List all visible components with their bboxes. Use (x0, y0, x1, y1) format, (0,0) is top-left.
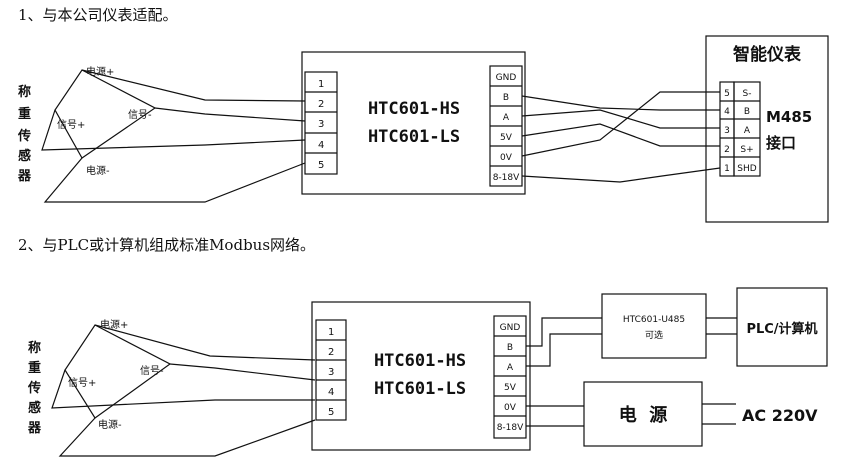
s2-sensor-char: 重 (28, 360, 41, 376)
s1-sensor-bridge (41, 69, 306, 203)
s1-terminal-name: A (744, 126, 751, 136)
s2-right-pin: 0V (504, 403, 517, 413)
s2-module-title-2: HTC601-LS (374, 379, 466, 399)
s1-right-pin: GND (496, 73, 517, 83)
s2-left-pin: 4 (328, 387, 334, 398)
s1-left-pin: 2 (318, 99, 324, 110)
s2-power-pos-label: 电源+ (100, 318, 128, 331)
s2-plc-box (736, 287, 828, 367)
s2-left-pin: 3 (328, 367, 334, 378)
s1-module-title-1: HTC601-HS (368, 99, 460, 119)
s2-sensor-char: 感 (28, 400, 41, 416)
s1-sensor-char: 器 (17, 169, 32, 184)
s1-sensor-char: 传 (17, 128, 31, 144)
s2-module-title-1: HTC601-HS (374, 351, 466, 371)
s1-port-label-2: 接口 (766, 134, 796, 152)
s2-sensor-char: 传 (27, 380, 41, 396)
s1-terminal-name: B (744, 107, 750, 117)
s2-right-pin: B (507, 343, 513, 353)
s2-power-neg-label: 电源- (98, 418, 122, 431)
s2-converter-label-1: HTC601-U485 (623, 315, 685, 325)
s2-wires (526, 317, 737, 427)
s1-module-title-2: HTC601-LS (368, 127, 460, 147)
s1-instrument-title: 智能仪表 (733, 44, 802, 65)
s1-power-pos-label: 电源+ (86, 65, 114, 78)
s1-left-pin: 1 (318, 79, 324, 90)
s2-sensor-char: 器 (27, 421, 42, 436)
s1-right-pin: 0V (500, 153, 513, 163)
s1-terminal-numbers: 5 4 3 2 1 (724, 89, 730, 174)
s1-left-pin: 3 (318, 119, 324, 130)
s2-converter-label-2: 可选 (645, 329, 663, 341)
section1-heading: 1、与本公司仪表适配。 (18, 6, 178, 24)
s2-right-pin: GND (500, 323, 521, 333)
s1-terminal-number: 4 (724, 107, 730, 117)
s1-right-pin: B (503, 93, 509, 103)
s1-left-pins: 1 2 3 4 5 (318, 79, 324, 171)
s1-port-label-1: M485 (766, 108, 812, 126)
s1-rs485-wires (521, 91, 721, 183)
s1-terminal-names: S- B A S+ SHD (737, 89, 756, 174)
s2-signal-pos-label: 信号+ (68, 377, 96, 389)
s2-left-pin: 1 (328, 327, 334, 338)
s1-power-neg-label: 电源- (86, 164, 110, 177)
s2-plc-label: PLC/计算机 (746, 321, 817, 337)
s1-module (301, 51, 526, 195)
s2-power-box (583, 381, 703, 447)
s1-sensor-label: 称 重 传 感 器 (17, 84, 32, 184)
s1-sensor-char: 重 (18, 106, 31, 122)
s1-right-pin: 5V (500, 133, 513, 143)
s2-left-pin: 5 (328, 407, 334, 418)
s2-ac-label: AC 220V (742, 406, 818, 425)
s2-right-pin: A (507, 363, 514, 373)
s1-sensor-char: 感 (18, 148, 31, 164)
s1-instrument (705, 35, 829, 223)
s1-terminal-number: 5 (724, 89, 730, 99)
s1-left-pin: 5 (318, 160, 324, 171)
s1-right-pin: A (503, 113, 510, 123)
s1-signal-pos-label: 信号+ (57, 119, 85, 131)
s2-module (311, 301, 531, 451)
s1-terminal-number: 3 (724, 126, 730, 136)
s2-sensor-char: 称 (28, 340, 41, 356)
s1-terminal-name: SHD (737, 164, 756, 174)
s2-right-pin: 5V (504, 383, 517, 393)
s2-converter-box (601, 293, 707, 359)
s1-terminal-number: 2 (724, 145, 730, 155)
s2-signal-neg-label: 信号- (140, 365, 164, 377)
s1-terminal-name: S+ (740, 145, 753, 155)
s1-left-pin: 4 (318, 140, 324, 151)
s2-sensor-bridge (51, 324, 316, 457)
s2-left-pin: 2 (328, 347, 334, 358)
s1-right-pin: 8-18V (493, 173, 520, 183)
s2-right-pin: 8-18V (497, 423, 524, 433)
section2-heading: 2、与PLC或计算机组成标准Modbus网络。 (18, 236, 316, 254)
s1-signal-neg-label: 信号- (128, 109, 152, 121)
s1-terminal-name: S- (743, 89, 752, 99)
s1-sensor-char: 称 (18, 84, 31, 100)
s2-left-pins: 1 2 3 4 5 (328, 327, 334, 418)
s2-power-label: 电 源 (619, 404, 668, 426)
s2-right-pins: GND B A 5V 0V 8-18V (497, 323, 524, 433)
s1-terminal-number: 1 (724, 164, 730, 174)
s1-right-pins: GND B A 5V 0V 8-18V (493, 73, 520, 183)
s2-sensor-label: 称 重 传 感 器 (27, 340, 42, 436)
